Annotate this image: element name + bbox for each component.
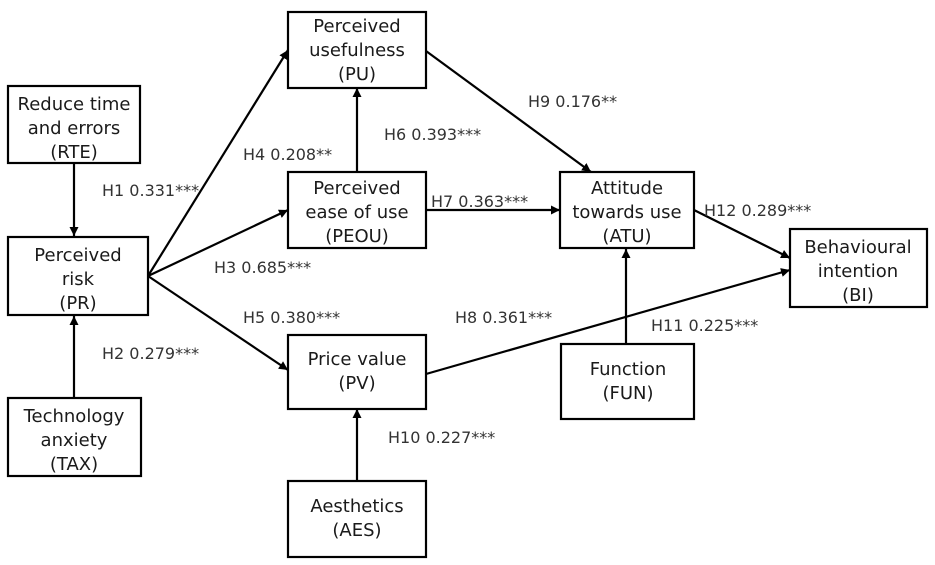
node-fun-line-1: Function: [590, 359, 667, 380]
edges: [69, 49, 791, 481]
node-pu-line-1: Perceived: [313, 16, 400, 37]
path-label-h11: H11 0.225***: [651, 316, 758, 335]
node-bi-line-2: intention: [818, 261, 898, 282]
path-label-h7: H7 0.363***: [431, 192, 528, 211]
node-peou-line-1: Perceived: [313, 178, 400, 199]
path-label-h1: H1 0.331***: [102, 181, 199, 200]
node-aes: Aesthetics (AES): [286, 479, 428, 559]
path-label-h10: H10 0.227***: [388, 428, 495, 447]
node-aes-line-2: (AES): [332, 520, 381, 541]
node-pv: Price value (PV): [286, 333, 428, 411]
path-label-h9: H9 0.176**: [528, 92, 617, 111]
node-peou-line-2: ease of use: [305, 202, 408, 223]
node-pu: Perceived usefulness (PU): [286, 10, 428, 90]
node-pu-line-2: usefulness: [309, 40, 405, 61]
edge-pr-pu: [147, 49, 289, 277]
node-pv-line-2: (PV): [338, 373, 375, 394]
node-aes-line-1: Aesthetics: [310, 496, 403, 517]
edge-pr-peou: [147, 209, 289, 277]
edge-labels: H1 0.331*** H2 0.279*** H3 0.685*** H4 0…: [102, 92, 811, 447]
node-atu-line-1: Attitude: [591, 178, 663, 199]
node-atu: Attitude towards use (ATU): [558, 170, 696, 250]
path-label-h6: H6 0.393***: [384, 125, 481, 144]
node-pr-line-2: risk: [62, 269, 95, 290]
node-tax-line-1: Technology: [23, 406, 125, 427]
node-fun-line-2: (FUN): [602, 383, 653, 404]
path-label-h8: H8 0.361***: [455, 308, 552, 327]
path-label-h5: H5 0.380***: [243, 308, 340, 327]
node-bi-line-1: Behavioural: [804, 237, 911, 258]
edge-pv-bi: [425, 268, 791, 376]
path-label-h4: H4 0.208**: [243, 145, 332, 164]
node-rte-line-1: Reduce time: [18, 94, 131, 115]
node-rte: Reduce time and errors (RTE): [6, 84, 142, 165]
node-atu-line-2: towards use: [572, 202, 681, 223]
node-pv-line-1: Price value: [308, 349, 407, 370]
node-bi-line-3: (BI): [842, 285, 874, 306]
node-pr-line-3: (PR): [59, 293, 96, 314]
node-fun: Function (FUN): [559, 342, 696, 421]
node-tax-line-2: anxiety: [41, 430, 108, 451]
node-pr-line-1: Perceived: [34, 245, 121, 266]
edge-pu-atu: [425, 50, 592, 173]
node-pu-line-3: (PU): [338, 64, 376, 85]
path-label-h2: H2 0.279***: [102, 344, 199, 363]
path-label-h3: H3 0.685***: [214, 258, 311, 277]
path-label-h12: H12 0.289***: [704, 201, 811, 220]
node-bi: Behavioural intention (BI): [788, 227, 929, 309]
node-atu-line-3: (ATU): [602, 226, 651, 247]
node-tax-line-3: (TAX): [50, 454, 98, 475]
edge-pr-pv: [147, 275, 289, 371]
node-rte-line-3: (RTE): [50, 142, 98, 163]
edge-atu-bi: [693, 209, 791, 259]
node-rte-line-2: and errors: [28, 118, 121, 139]
node-tax: Technology anxiety (TAX): [6, 396, 143, 478]
node-peou: Perceived ease of use (PEOU): [286, 170, 428, 250]
node-pr: Perceived risk (PR): [6, 235, 150, 317]
node-peou-line-3: (PEOU): [325, 226, 389, 247]
